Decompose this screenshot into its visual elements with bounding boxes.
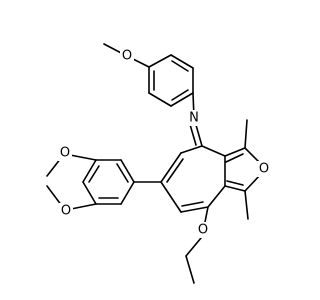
molecule-structure: O N O O O O (46, 43, 271, 284)
bond-ar1-2 (170, 54, 194, 69)
bond-7ring-5 (160, 181, 182, 213)
bond-7ring-7 (180, 145, 203, 154)
atom-o-dioxole-top: O (60, 146, 70, 161)
atom-o-furan: O (259, 162, 269, 177)
atom-label-layer: O N O O O O (58, 48, 271, 238)
bond-bz-1d (116, 163, 129, 183)
bond-ar1-1 (148, 54, 172, 68)
bond-dx-1 (69, 154, 97, 161)
atom-n-imine: N (189, 111, 199, 126)
molecule-canvas: O N O O O O (46, 43, 271, 284)
bond-7ring-1 (201, 145, 226, 157)
bond-ch2-ch3 (185, 255, 195, 284)
bond-7ring-3 (207, 185, 226, 208)
bond-furan-1d (225, 153, 244, 163)
bond-o-ch2 (185, 237, 202, 257)
bond-7ring-4d (181, 201, 204, 207)
bond-ar1-4d (171, 89, 189, 101)
bond-bz-1 (120, 159, 135, 183)
bond-dx-3 (46, 185, 63, 207)
bond-layer (46, 43, 262, 284)
bond-ar1-2d (171, 60, 189, 72)
bond-dx-4 (70, 203, 97, 210)
bond-bz-3d (88, 165, 100, 183)
bond-bz-4 (82, 181, 97, 205)
bond-bz-3 (82, 159, 97, 183)
bond-ring-o-ethoxy (204, 206, 209, 223)
bond-methyl-top (244, 119, 248, 149)
bond-bz-6 (120, 181, 135, 205)
bond-furan-1 (224, 147, 246, 157)
bond-methyl-bottom (244, 190, 249, 220)
bond-ar1-5 (148, 92, 172, 107)
atom-o-dioxole-bottom: O (61, 204, 71, 219)
atom-o-methoxy: O (122, 49, 132, 64)
bond-7ring-6d (166, 158, 184, 183)
bond-ar1-4 (170, 92, 194, 107)
bond-furan-4 (224, 185, 246, 192)
atom-o-ethoxy: O (198, 223, 208, 238)
bond-furan-4d (226, 180, 244, 186)
bond-7ring-4 (180, 206, 209, 213)
bond-7ring-6 (160, 152, 182, 183)
